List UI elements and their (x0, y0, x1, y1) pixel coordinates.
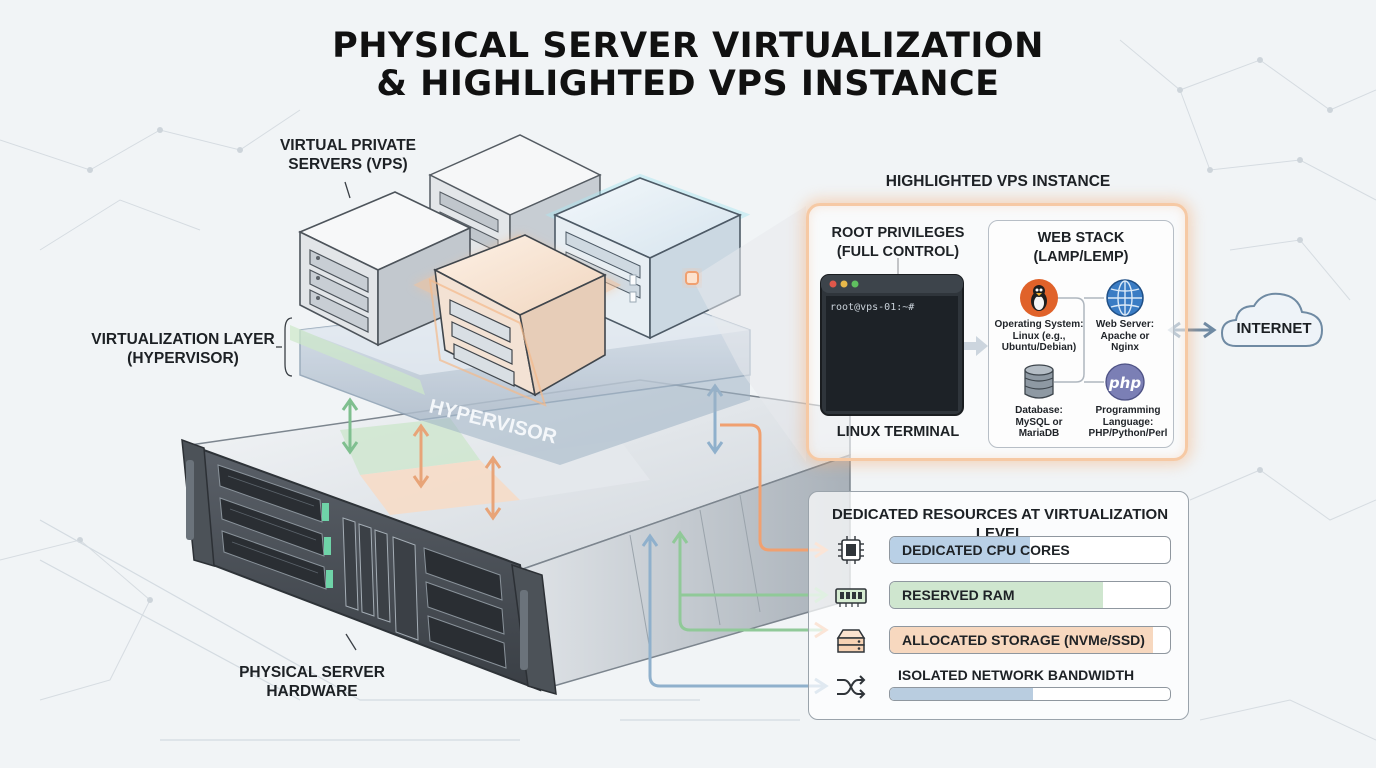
physical-server-chassis (181, 379, 851, 696)
terminal-prompt: root@vps-01:~# (830, 302, 914, 313)
storage-drive-icon (836, 629, 866, 653)
os-line-1: Operating System: (994, 319, 1084, 330)
linux-terminal-window: root@vps-01:~# (820, 274, 964, 416)
close-dot-icon (829, 280, 837, 288)
web-server-line-3: Nginx (1111, 342, 1139, 353)
network-shuffle-icon (837, 675, 866, 699)
cpu-cores-label: DEDICATED CPU CORES (902, 542, 1070, 558)
web-server-line-2: Apache or (1100, 330, 1150, 342)
vps-label-line-1: VIRTUAL PRIVATE (279, 137, 417, 154)
language-line-3: PHP/Python/Perl (1088, 428, 1168, 439)
virtualization-layer-line-1: VIRTUALIZATION LAYER (91, 331, 275, 348)
virtualization-layer-line-2: (HYPERVISOR) (127, 350, 239, 367)
web-stack-title: WEB STACK (LAMP/LEMP) (992, 229, 1170, 267)
network-bandwidth-bar (889, 687, 1171, 701)
svg-text:php: php (1108, 374, 1141, 392)
linux-terminal-label: LINUX TERMINAL (836, 424, 960, 440)
database-icon (1024, 364, 1054, 399)
reserved-ram-label: RESERVED RAM (902, 587, 1015, 603)
database-label: Database: MySQL or MariaDB (1000, 405, 1078, 440)
internet-label: INTERNET (1236, 320, 1312, 337)
reserved-ram-fill (890, 582, 1103, 608)
linux-tux-icon (1020, 279, 1058, 317)
root-privileges-line-2: (FULL CONTROL) (836, 244, 960, 260)
database-line-2: MySQL or (1015, 416, 1063, 428)
highlight-connector-beam (685, 206, 806, 462)
allocated-storage-label: ALLOCATED STORAGE (NVMe/SSD) (902, 632, 1145, 648)
cpu-chip-icon (838, 536, 864, 564)
language-line-2: Language: (1102, 416, 1154, 428)
os-label: Operating System: Linux (e.g., Ubuntu/De… (994, 319, 1084, 354)
globe-icon (1106, 279, 1144, 317)
title-line-1: PHYSICAL SERVER VIRTUALIZATION (332, 26, 1044, 66)
root-privileges-label: ROOT PRIVILEGES (FULL CONTROL) (818, 224, 978, 262)
os-line-2: Linux (e.g., (1012, 330, 1066, 342)
highlighted-instance-label: HIGHLIGHTED VPS INSTANCE (885, 173, 1111, 190)
maximize-dot-icon (851, 280, 859, 288)
database-line-3: MariaDB (1018, 428, 1060, 439)
php-icon: php (1105, 363, 1145, 401)
ram-module-icon (835, 588, 867, 607)
network-bandwidth-fill (890, 688, 1033, 700)
web-server-label: Web Server: Apache or Nginx (1084, 319, 1166, 354)
language-line-1: Programming (1095, 405, 1161, 416)
reserved-ram-bar: RESERVED RAM (889, 581, 1171, 609)
cpu-cores-bar: DEDICATED CPU CORES (889, 536, 1171, 564)
cpu-cores-fill (890, 537, 1030, 563)
vps-label-line-2: SERVERS (VPS) (288, 156, 408, 173)
physical-hardware-line-1: PHYSICAL SERVER (239, 664, 385, 681)
virtualization-layer-label: VIRTUALIZATION LAYER (HYPERVISOR) (88, 330, 278, 368)
root-privileges-line-1: ROOT PRIVILEGES (831, 225, 965, 241)
web-stack-title-line-2: (LAMP/LEMP) (1033, 249, 1129, 265)
allocated-storage-fill (890, 627, 1154, 653)
physical-hardware-label: PHYSICAL SERVER HARDWARE (222, 663, 402, 701)
web-stack-connectors (1054, 297, 1104, 383)
minimize-dot-icon (840, 280, 848, 288)
web-stack-box (988, 220, 1174, 448)
internet-cloud-icon (1220, 292, 1324, 347)
title-line-2: & HIGHLIGHTED VPS INSTANCE (376, 64, 1000, 104)
allocated-storage-bar: ALLOCATED STORAGE (NVMe/SSD) (889, 626, 1171, 654)
os-line-3: Ubuntu/Debian) (1001, 342, 1077, 353)
vps-label: VIRTUAL PRIVATE SERVERS (VPS) (248, 136, 448, 174)
network-bandwidth-label: ISOLATED NETWORK BANDWIDTH (898, 667, 1135, 683)
web-stack-title-line-1: WEB STACK (1037, 230, 1125, 246)
vps-box-highlighted (413, 234, 622, 407)
programming-language-label: Programming Language: PHP/Python/Perl (1084, 405, 1172, 440)
database-line-1: Database: (1015, 405, 1063, 416)
web-server-line-1: Web Server: (1095, 319, 1155, 330)
physical-hardware-line-2: HARDWARE (266, 683, 358, 700)
